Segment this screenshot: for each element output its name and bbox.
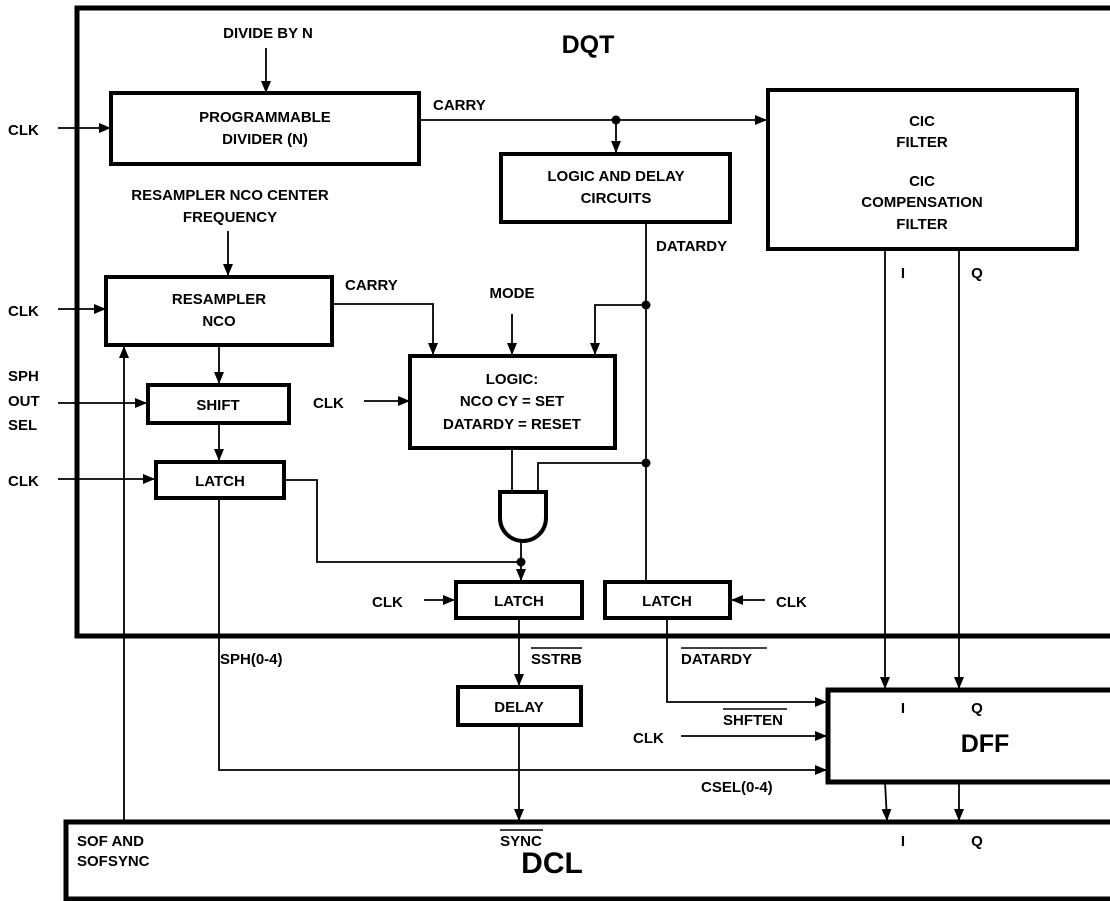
dcl-sync-label: SYNC: [500, 833, 542, 850]
sph-to-dff-wire: [218, 498, 827, 775]
resampler-freq-label-line2: FREQUENCY: [183, 209, 277, 226]
cic-i-label: I: [901, 265, 905, 282]
sstrb-label: SSTRB: [531, 651, 582, 668]
sph-out-sel-line2: OUT: [8, 393, 40, 410]
logic-set-reset-line1: LOGIC:: [486, 371, 539, 388]
and-junction: [516, 557, 526, 567]
cic-line2: FILTER: [896, 134, 948, 151]
latch-block-sph: [154, 460, 286, 500]
dff-block: [825, 687, 1110, 785]
latch-to-junction: [284, 479, 521, 563]
logic-set-reset-block: [408, 354, 617, 450]
logic-set-reset-line2: NCO CY = SET: [460, 393, 564, 410]
clk-label-latch: CLK: [8, 473, 39, 490]
clk-label-divider: CLK: [8, 122, 39, 139]
dcl-sof-label-line1: SOF AND: [77, 833, 144, 850]
resampler-freq-label-line1: RESAMPLER NCO CENTER: [131, 187, 329, 204]
latch-sph-label: LATCH: [195, 473, 245, 490]
divide-by-n-label: DIVIDE BY N: [223, 25, 313, 42]
datardy-bar-label: DATARDY: [681, 651, 752, 668]
resampler-nco-line1: RESAMPLER: [172, 291, 266, 308]
clk-label-dff: CLK: [633, 730, 664, 747]
programmable-divider-block: [109, 91, 421, 166]
dcl-sof-label-line2: SOFSYNC: [77, 853, 150, 870]
dff-q-label: Q: [971, 700, 983, 717]
resampler-nco-line2: NCO: [202, 313, 236, 330]
shften-label: SHFTEN: [723, 712, 783, 729]
cic-line3: CIC: [909, 173, 935, 190]
dcl-frame: [63, 819, 1110, 901]
sph-out-sel-line3: SEL: [8, 417, 37, 434]
cic-filter-block: [766, 88, 1079, 251]
programmable-divider-line2: DIVIDER (N): [222, 131, 308, 148]
shift-label: SHIFT: [196, 397, 239, 414]
cic-line1: CIC: [909, 113, 935, 130]
datardy-to-logic: [590, 304, 646, 355]
latch-block-datardy: [603, 580, 732, 620]
mode-label: MODE: [490, 285, 535, 302]
csel-label: CSEL(0-4): [701, 779, 773, 796]
logic-set-reset-line3: DATARDY = RESET: [443, 416, 581, 433]
logic-delay-block: [499, 152, 732, 224]
delay-label: DELAY: [494, 699, 543, 716]
nco-carry-to-logic: [332, 303, 438, 355]
dqt-title: DQT: [562, 31, 615, 59]
dqt-frame: [74, 5, 1110, 639]
clk-label-latch-sstrb: CLK: [372, 594, 403, 611]
dcl-i-label: I: [901, 833, 905, 850]
dff-i-out: [881, 781, 892, 821]
sph-label: SPH(0-4): [220, 651, 283, 668]
latch-sstrb-label: LATCH: [494, 593, 544, 610]
datardy-bar-to-dff: [666, 618, 827, 707]
cic-line5: FILTER: [896, 216, 948, 233]
latch-datardy-label: LATCH: [642, 593, 692, 610]
sph-out-sel-line1: SPH: [8, 368, 39, 385]
cic-line4: COMPENSATION: [861, 194, 982, 211]
shift-block: [146, 383, 291, 425]
carry-label-nco: CARRY: [345, 277, 398, 294]
cic-q-label: Q: [971, 265, 983, 282]
dff-title: DFF: [961, 730, 1010, 758]
datardy-to-and-gate: [537, 462, 646, 492]
resampler-nco-block: [104, 275, 334, 347]
dff-i-label: I: [901, 700, 905, 717]
datardy-label: DATARDY: [656, 238, 727, 255]
clk-label-logic: CLK: [313, 395, 344, 412]
logic-delay-line1: LOGIC AND DELAY: [547, 168, 684, 185]
clk-label-latch-datardy: CLK: [776, 594, 807, 611]
dcl-title: DCL: [521, 847, 583, 880]
clk-label-nco: CLK: [8, 303, 39, 320]
logic-delay-line2: CIRCUITS: [581, 190, 652, 207]
carry-label-divider: CARRY: [433, 97, 486, 114]
latch-block-sstrb: [454, 580, 584, 620]
programmable-divider-line1: PROGRAMMABLE: [199, 109, 331, 126]
dcl-q-label: Q: [971, 833, 983, 850]
and-gate: [498, 490, 548, 543]
